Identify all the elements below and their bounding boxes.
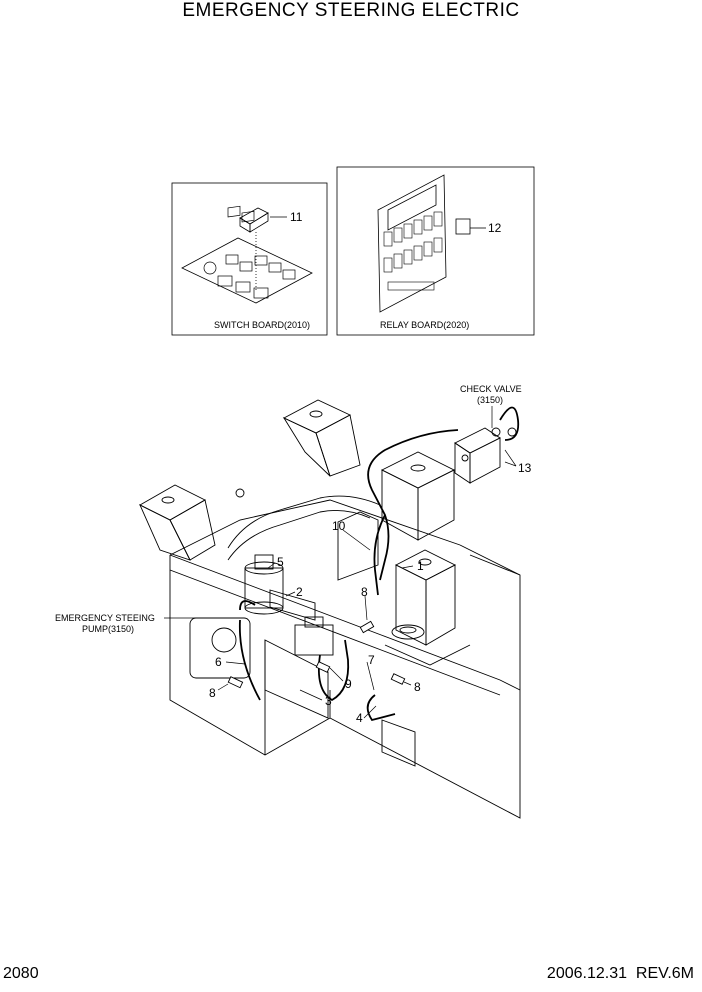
switch-board-caption: SWITCH BOARD(2010) xyxy=(214,320,310,330)
pump-label-line2: PUMP(3150) xyxy=(82,624,134,634)
pump-label-line1: EMERGENCY STEEING xyxy=(55,613,155,623)
callout-11: 11 xyxy=(290,210,303,224)
callout-3: 3 xyxy=(325,694,332,708)
callout-5: 5 xyxy=(277,555,284,569)
callout-8-left: 8 xyxy=(209,686,216,700)
callout-6: 6 xyxy=(215,655,222,669)
callout-12: 12 xyxy=(488,221,502,235)
callout-8-upper: 8 xyxy=(361,585,368,599)
callout-9: 9 xyxy=(345,677,352,691)
callout-2: 2 xyxy=(296,585,303,599)
callout-4: 4 xyxy=(356,711,363,725)
callout-7: 7 xyxy=(368,653,375,667)
check-valve-label: CHECK VALVE xyxy=(460,384,522,394)
main-assembly xyxy=(139,399,521,819)
check-valve-code: (3150) xyxy=(477,395,503,405)
page-title: EMERGENCY STEERING ELECTRIC xyxy=(182,0,520,21)
leader-lines xyxy=(164,449,517,719)
callout-10: 10 xyxy=(332,519,346,533)
switch-board-inset xyxy=(171,182,328,336)
revision-date: 2006.12.31 REV.6M xyxy=(546,965,694,982)
fittings xyxy=(227,620,406,689)
relay-board-inset xyxy=(336,166,535,336)
wiring-harness xyxy=(238,406,520,722)
callout-8-right: 8 xyxy=(414,680,421,694)
callout-1: 1 xyxy=(417,559,424,573)
page-number: 2080 xyxy=(3,965,39,982)
callout-13: 13 xyxy=(518,461,532,475)
relay-board-caption: RELAY BOARD(2020) xyxy=(380,320,469,330)
